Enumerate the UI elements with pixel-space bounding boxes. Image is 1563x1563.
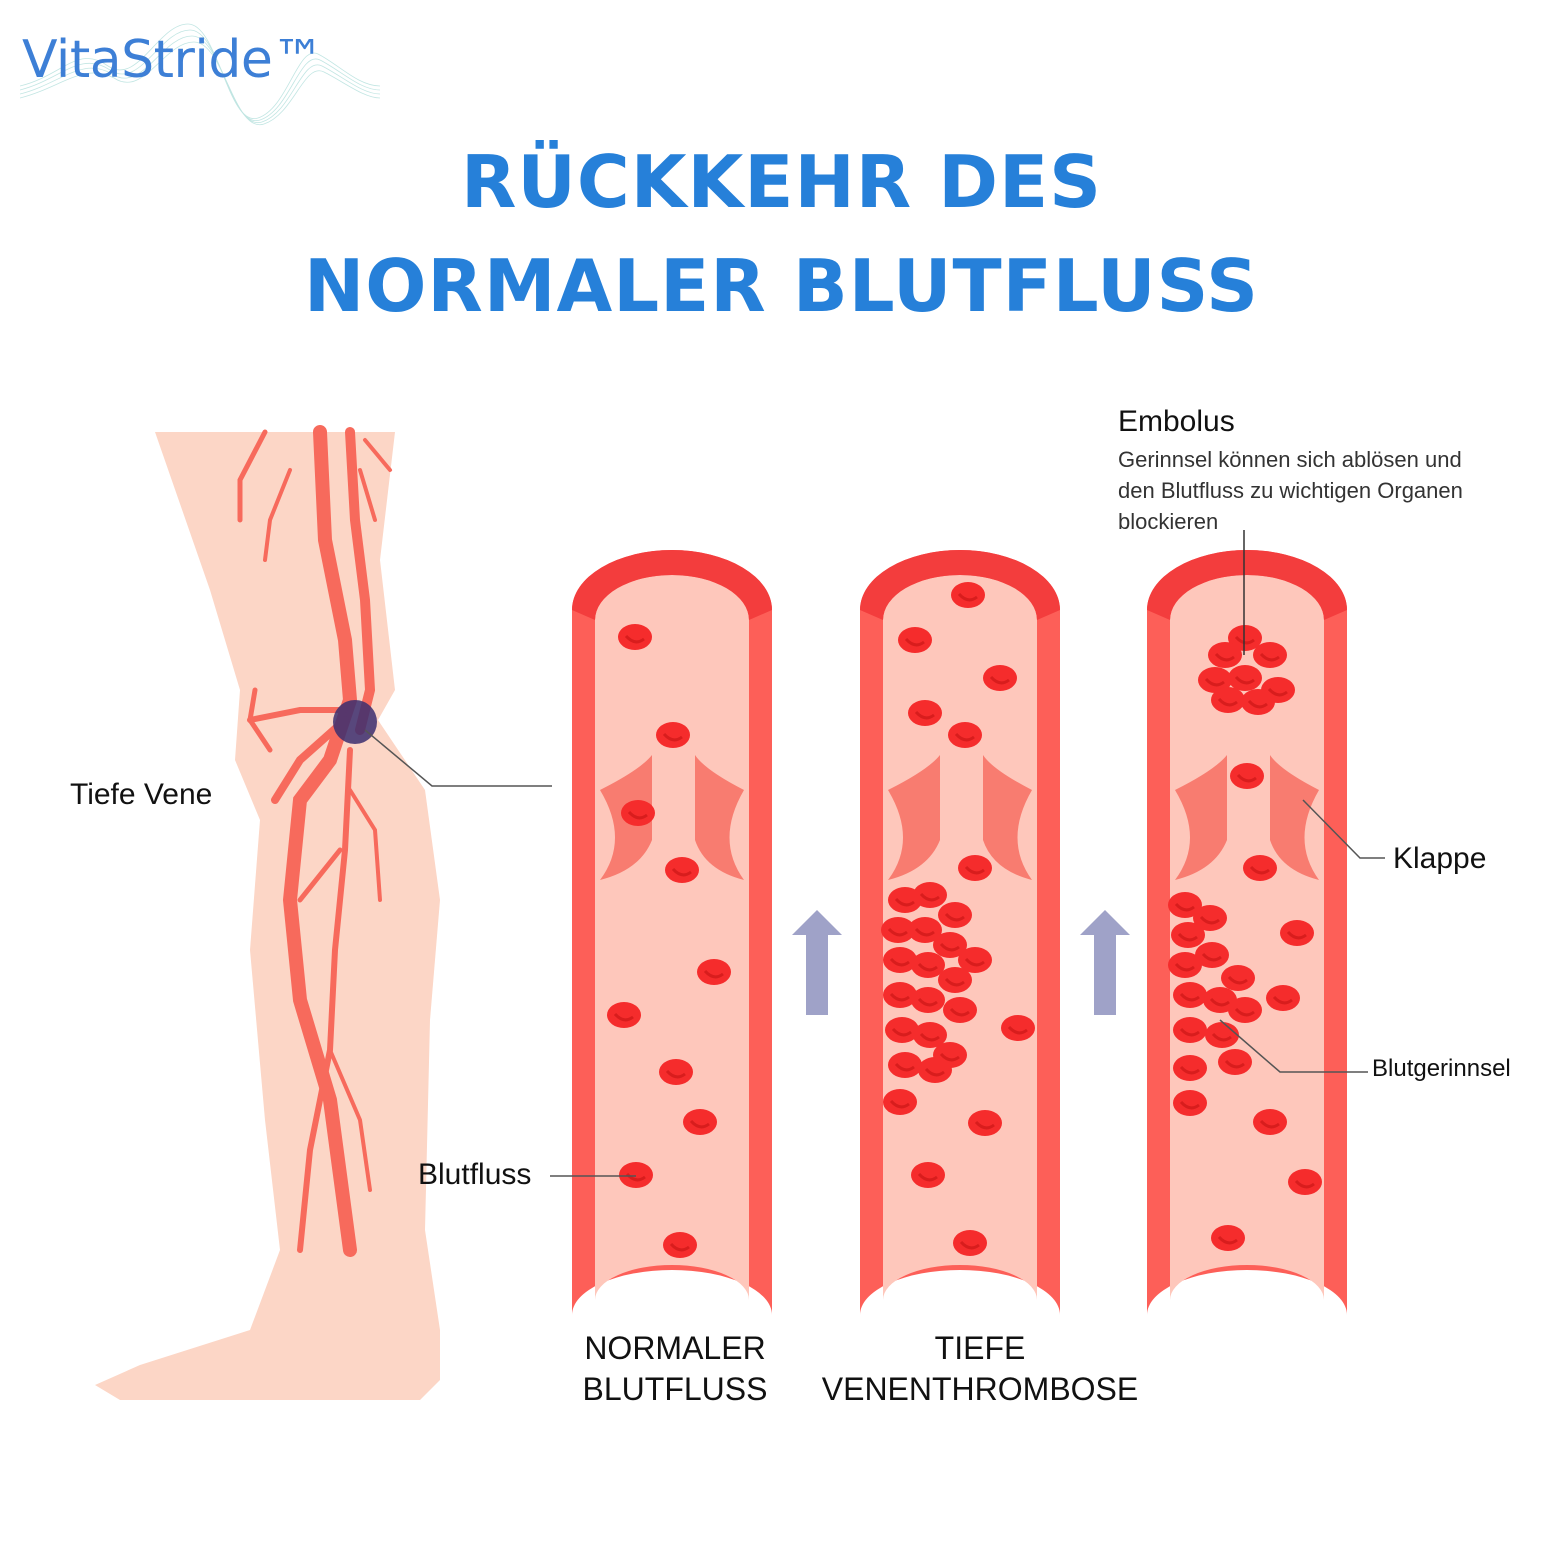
caption-line: VENENTHROMBOSE (821, 1371, 1139, 1407)
clot-marker (333, 700, 377, 744)
label-blood-clot: Blutgerinnsel (1372, 1055, 1511, 1082)
page-title: RÜCKKEHR DES NORMALER BLUTFLUSS (0, 130, 1563, 338)
up-arrow-icon (792, 910, 842, 1015)
brand-logo: VitaStride™ (22, 30, 324, 90)
caption-normal-flow: NORMALER BLUTFLUSS (560, 1328, 790, 1410)
caption-line: NORMALER (584, 1330, 766, 1366)
caption-dvt: TIEFE VENENTHROMBOSE (800, 1328, 1160, 1410)
embolus-description: Gerinnsel können sich ablösen und den Bl… (1118, 447, 1463, 534)
vessel-normal (550, 550, 772, 1315)
logo-wave-graphic (20, 23, 380, 125)
label-deep-vein: Tiefe Vene (70, 778, 213, 811)
vessel-dvt (860, 550, 1060, 1315)
vessel-embolus (1147, 530, 1385, 1315)
up-arrow-icon (1080, 910, 1130, 1015)
title-line-2: NORMALER BLUTFLUSS (303, 244, 1260, 328)
leg-illustration (95, 425, 552, 1400)
label-valve: Klappe (1393, 842, 1487, 875)
label-blood-flow: Blutfluss (418, 1158, 532, 1191)
caption-line: TIEFE (934, 1330, 1026, 1366)
caption-line: BLUTFLUSS (582, 1371, 768, 1407)
title-line-1: RÜCKKEHR DES (460, 140, 1103, 224)
embolus-title: Embolus (1118, 405, 1235, 438)
